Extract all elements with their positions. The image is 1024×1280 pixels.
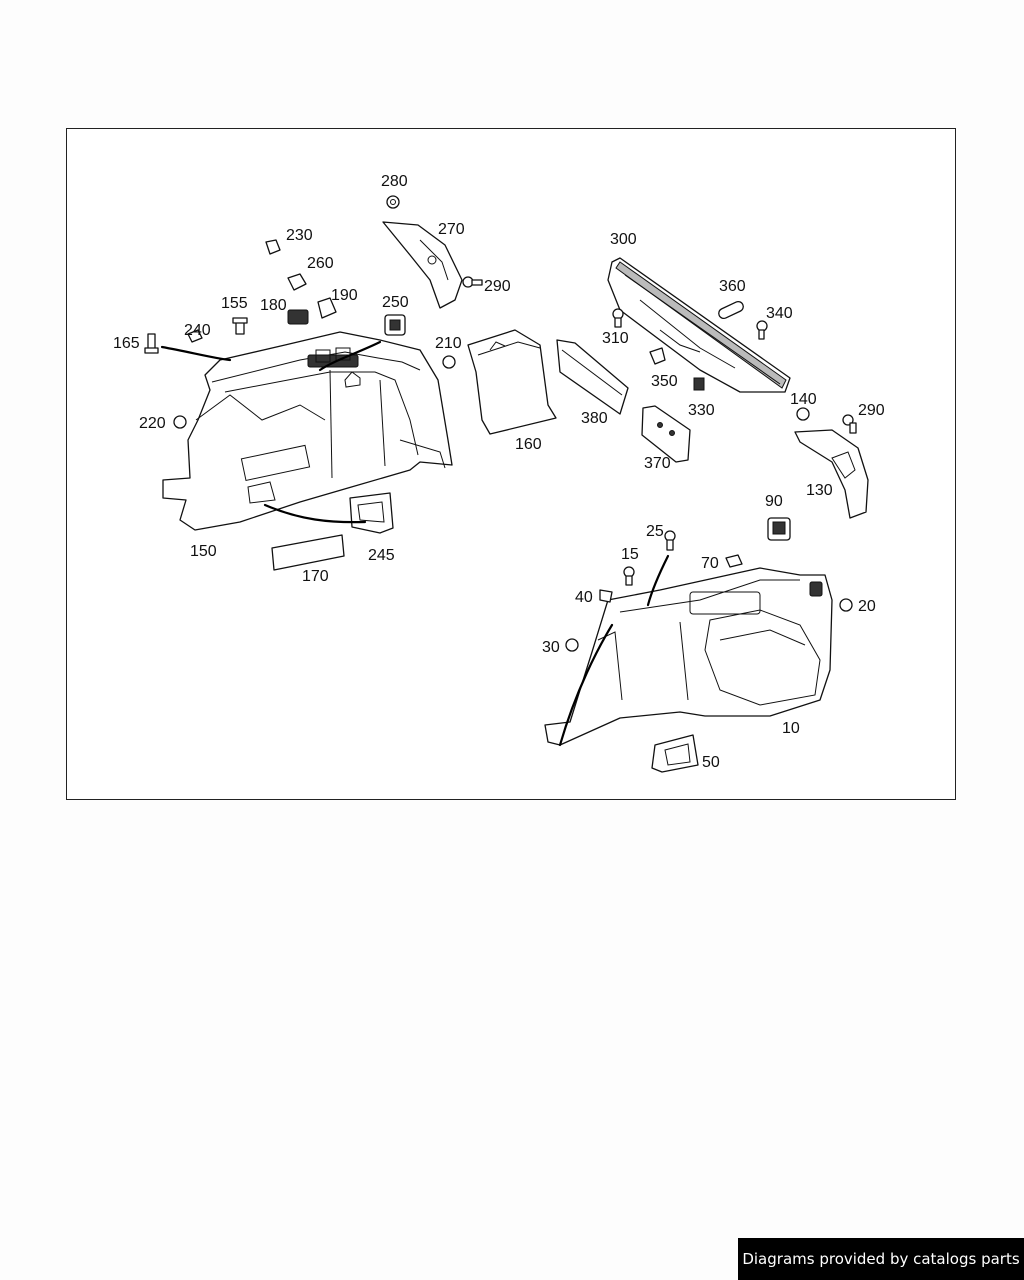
part-240-clip[interactable] — [187, 329, 203, 343]
part-260-clip[interactable] — [287, 273, 307, 291]
callout-330: 330 — [688, 402, 715, 419]
callout-20: 20 — [858, 598, 876, 615]
callout-90: 90 — [765, 493, 783, 510]
part-250-switch[interactable] — [384, 314, 406, 336]
callout-380: 380 — [581, 410, 608, 427]
part-155-screw[interactable] — [232, 317, 248, 335]
part-220-nut[interactable] — [173, 415, 187, 429]
callout-180: 180 — [260, 297, 287, 314]
callout-370: 370 — [644, 455, 671, 472]
part-20-nut[interactable] — [839, 598, 853, 612]
part-50-tray[interactable] — [651, 734, 699, 773]
part-70-clip[interactable] — [725, 554, 743, 568]
callout-250: 250 — [382, 294, 409, 311]
part-310-screw[interactable] — [612, 308, 624, 328]
callout-140: 140 — [790, 391, 817, 408]
part-290a-screw[interactable] — [462, 276, 483, 288]
callout-40: 40 — [575, 589, 593, 606]
part-170-trim-strip[interactable] — [271, 534, 345, 571]
callout-270: 270 — [438, 221, 465, 238]
part-130-right-pillar-panel[interactable] — [794, 429, 869, 519]
part-150-left-side-panel[interactable] — [162, 331, 453, 531]
part-40-clip[interactable] — [599, 589, 613, 603]
callout-350: 350 — [651, 373, 678, 390]
callout-300: 300 — [610, 231, 637, 248]
leader-line-240 — [160, 345, 232, 362]
part-15-screw[interactable] — [623, 566, 635, 586]
callout-310: 310 — [602, 330, 629, 347]
callout-290a: 290 — [484, 278, 511, 295]
part-370-bracket[interactable] — [641, 405, 691, 463]
callout-70: 70 — [701, 555, 719, 572]
callout-155: 155 — [221, 295, 248, 312]
part-140-nut[interactable] — [796, 407, 810, 421]
part-180-clip[interactable] — [287, 309, 309, 325]
part-270-pillar-panel[interactable] — [382, 221, 463, 309]
part-90-switch[interactable] — [767, 517, 791, 541]
part-245-bracket[interactable] — [349, 492, 394, 534]
callout-130: 130 — [806, 482, 833, 499]
part-340-screw[interactable] — [756, 320, 768, 340]
part-290b-screw[interactable] — [842, 414, 857, 434]
part-350-clip[interactable] — [649, 347, 666, 365]
callout-360: 360 — [719, 278, 746, 295]
callout-15: 15 — [621, 546, 639, 563]
callout-30: 30 — [542, 639, 560, 656]
callout-150: 150 — [190, 543, 217, 560]
part-160-pillar-cover[interactable] — [467, 329, 557, 435]
leader-line-25 — [646, 554, 670, 607]
callout-10: 10 — [782, 720, 800, 737]
callout-290b: 290 — [858, 402, 885, 419]
callout-50: 50 — [702, 754, 720, 771]
credit-banner: Diagrams provided by catalogs parts — [738, 1238, 1024, 1280]
part-360-badge[interactable] — [717, 300, 745, 320]
part-380-cover-plate[interactable] — [556, 339, 629, 415]
callout-240: 240 — [184, 322, 211, 339]
part-280-nut[interactable] — [386, 195, 400, 209]
callout-160: 160 — [515, 436, 542, 453]
callout-245: 245 — [368, 547, 395, 564]
leader-line-245 — [263, 503, 367, 524]
callout-220: 220 — [139, 415, 166, 432]
callout-340: 340 — [766, 305, 793, 322]
leader-line-30 — [558, 623, 614, 747]
part-190-clip[interactable] — [317, 297, 337, 319]
leader-line-250 — [318, 340, 382, 372]
part-30-nut[interactable] — [565, 638, 579, 652]
callout-210: 210 — [435, 335, 462, 352]
part-210-nut[interactable] — [442, 355, 456, 369]
part-330-clip[interactable] — [693, 377, 705, 391]
part-25-screw[interactable] — [664, 530, 676, 551]
part-230-clip[interactable] — [265, 239, 281, 255]
callout-190: 190 — [331, 287, 358, 304]
part-300-loading-sill[interactable] — [607, 257, 791, 393]
callout-170: 170 — [302, 568, 329, 585]
part-165-screw[interactable] — [144, 333, 159, 354]
callout-165: 165 — [113, 335, 140, 352]
callout-260: 260 — [307, 255, 334, 272]
callout-230: 230 — [286, 227, 313, 244]
callout-280: 280 — [381, 173, 408, 190]
callout-25: 25 — [646, 523, 664, 540]
